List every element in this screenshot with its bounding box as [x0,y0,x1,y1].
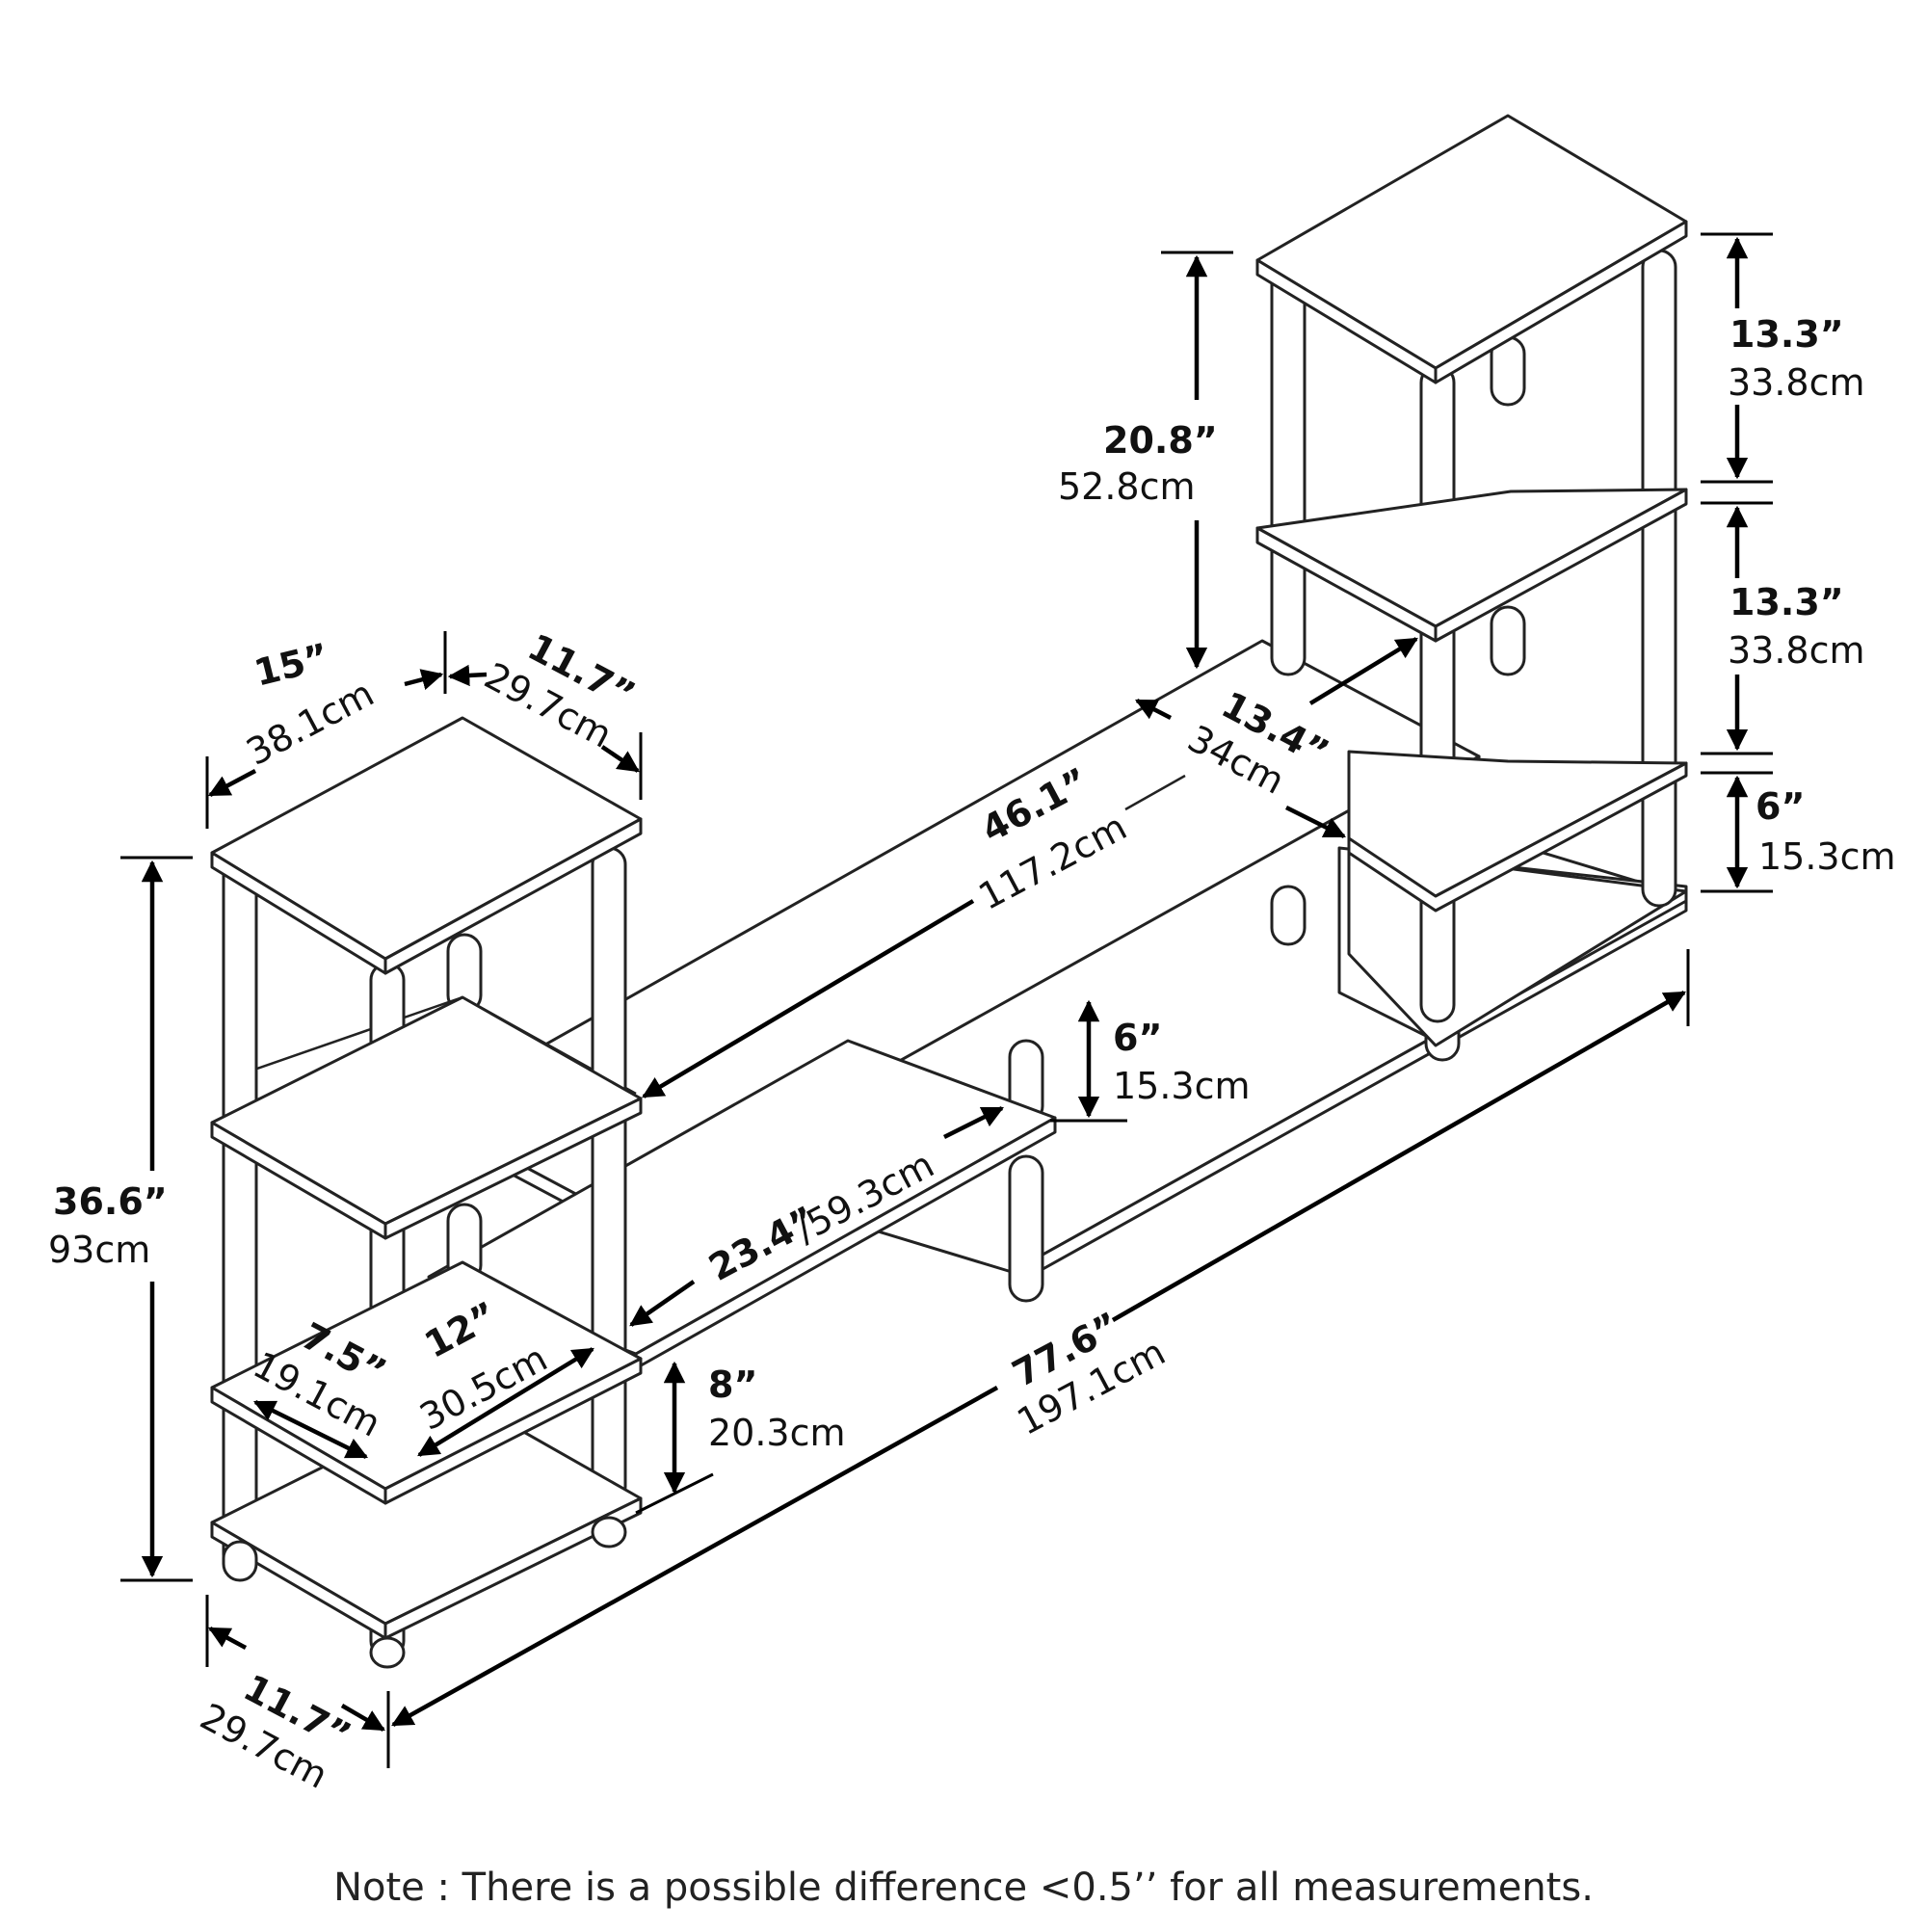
label-height-in: 36.6” [53,1180,168,1223]
label-clearance-in: 8” [708,1363,757,1406]
dimension-lines [120,232,1773,1768]
foot [369,1636,406,1669]
arrow [340,1704,385,1732]
arrow [1111,991,1686,1322]
label-right-bottom-gap-cm: 15.3cm [1758,835,1896,878]
back-rail [225,995,463,1081]
arrow [208,769,257,797]
post [1008,1154,1044,1303]
arrow [447,664,488,687]
arrow [629,1280,696,1327]
right-top-shelf [1255,114,1688,370]
arrow [208,1627,248,1650]
right-top-shelf-edge-right [1434,220,1688,384]
label-right-tier-mid-cm: 33.8cm [1728,629,1865,672]
arrow [1134,698,1173,721]
post [1641,249,1677,908]
arrow [1284,805,1347,839]
arrow [391,1386,999,1727]
left-shelf-2-edge-right [383,1097,643,1240]
arrow [642,899,975,1098]
dim-leader [1124,774,1186,811]
label-mid-gap-cm: 15.3cm [1113,1065,1251,1107]
left-bottom-shelf-edge-right [383,1496,643,1640]
post [1270,885,1307,946]
post [1270,258,1307,676]
arrow [417,1347,594,1457]
label-mid-gap-in: 6” [1113,1017,1162,1059]
label-right-tier-mid-in: 13.3” [1729,581,1844,623]
right-tower [1255,114,1688,1047]
label-right-tower-height-in: 20.8” [1103,419,1218,462]
label-height-cm: 93cm [48,1229,150,1271]
label-left-top-depth-in: 15” [251,635,333,695]
label-clearance-cm: 20.3cm [708,1412,846,1454]
right-shelf-3-edge [1347,761,1688,913]
arrow [1308,637,1418,705]
post [591,846,627,1505]
post [1490,605,1526,676]
post [1419,364,1456,1023]
label-right-bottom-gap-in: 6” [1755,785,1805,828]
left-top-shelf-edge-right [383,817,643,975]
arrow [252,1399,369,1460]
measurement-note: Note : There is a possible difference <0… [333,1866,1594,1910]
arrow [404,669,444,691]
label-right-tier-top-in: 13.3” [1729,313,1844,356]
arrow [942,1105,1005,1140]
foot [222,1540,258,1582]
arrow [600,745,640,773]
label-right-tier-top-cm: 33.8cm [1728,361,1865,404]
post [222,856,258,1573]
foot [591,1516,627,1548]
label-right-tower-height-cm: 52.8cm [1058,465,1196,508]
right-shelf-2-edge-right [1434,488,1688,643]
